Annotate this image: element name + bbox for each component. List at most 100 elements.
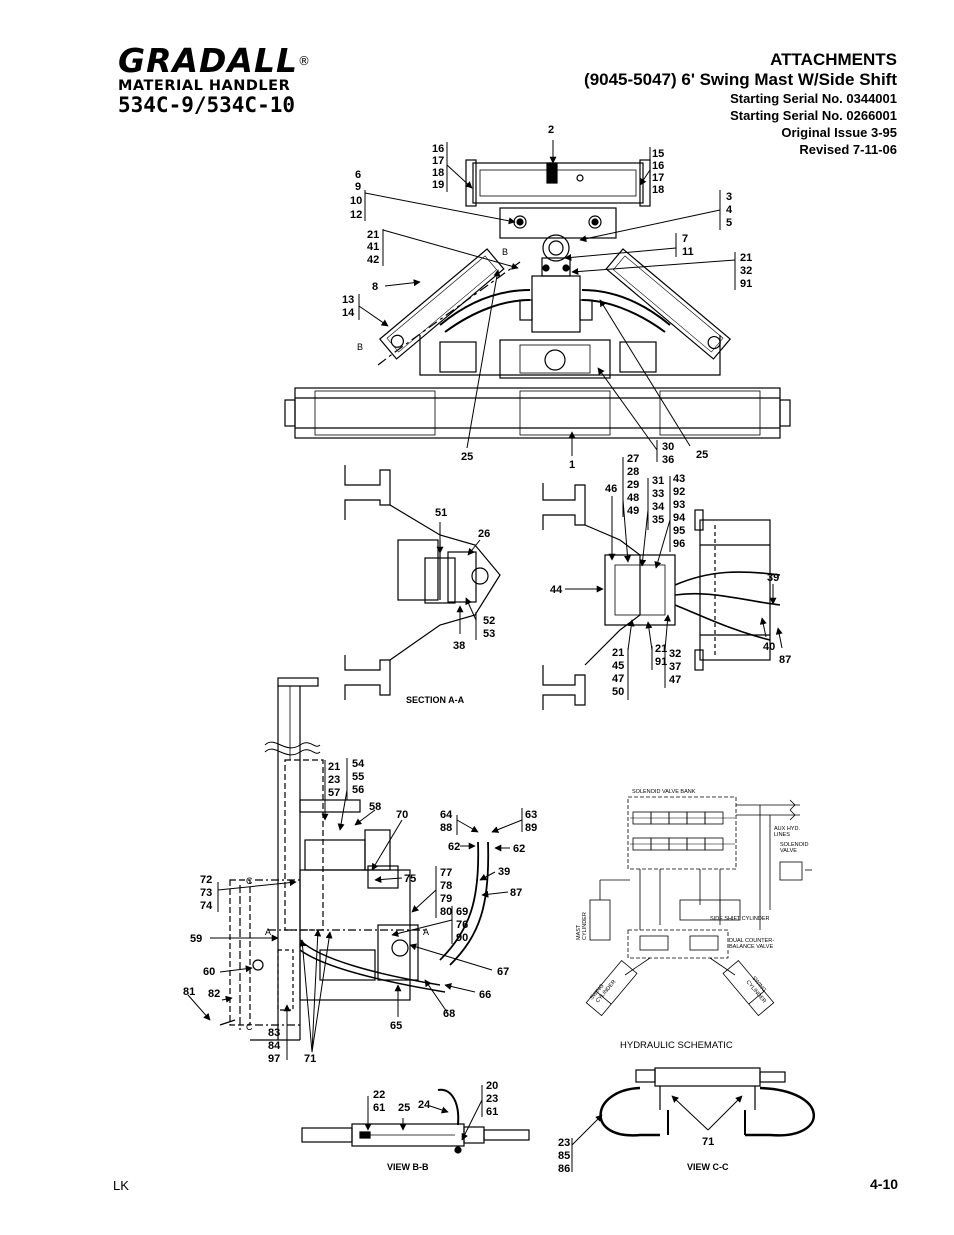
view-bb-leaders bbox=[364, 1085, 483, 1141]
callout-46: 46 bbox=[605, 483, 617, 495]
callout-21c: 21 bbox=[612, 647, 624, 659]
callout-21d: 21 bbox=[655, 643, 667, 655]
view-cc-leaders bbox=[571, 1095, 743, 1172]
section-a-mark-2: A bbox=[423, 927, 429, 937]
section-b-mark: B bbox=[502, 247, 508, 257]
view-cc-label: VIEW C-C bbox=[687, 1162, 729, 1172]
valve-detail-leaders bbox=[565, 457, 783, 700]
callout-2: 2 bbox=[548, 124, 554, 136]
callout-87: 87 bbox=[779, 654, 791, 666]
callout-64: 64 bbox=[440, 809, 453, 821]
label-valve-bank: SOLENOID VALVE BANK bbox=[632, 789, 696, 795]
label-mast-cyl-1: MAST bbox=[576, 924, 582, 940]
top-callouts: 2 16 17 18 19 15 16 17 18 6 9 10 12 3 4 … bbox=[342, 124, 752, 471]
callout-62b: 62 bbox=[513, 843, 525, 855]
footer-initials: LK bbox=[113, 1178, 129, 1193]
callout-3: 3 bbox=[726, 191, 732, 203]
section-c-mark: C bbox=[246, 876, 253, 886]
callout-33: 33 bbox=[652, 488, 664, 500]
callout-23: 23 bbox=[328, 774, 340, 786]
callout-91: 91 bbox=[740, 278, 752, 290]
callout-23c: 23 bbox=[558, 1137, 570, 1149]
top-assembly-view bbox=[284, 159, 791, 439]
callout-84: 84 bbox=[268, 1040, 281, 1052]
callout-31: 31 bbox=[652, 475, 664, 487]
callout-20: 20 bbox=[486, 1080, 498, 1092]
callout-37: 37 bbox=[669, 661, 681, 673]
callout-38: 38 bbox=[453, 640, 465, 652]
callout-12: 12 bbox=[350, 209, 362, 221]
callout-82: 82 bbox=[208, 988, 220, 1000]
callout-23b: 23 bbox=[486, 1093, 498, 1105]
callout-25: 25 bbox=[461, 451, 473, 463]
brand-model: 534C-9/534C-10 bbox=[118, 93, 296, 117]
callout-70: 70 bbox=[396, 809, 408, 821]
original-issue: Original Issue 3-95 bbox=[781, 125, 897, 140]
callout-34: 34 bbox=[652, 501, 665, 513]
callout-35: 35 bbox=[652, 514, 664, 526]
callout-19: 19 bbox=[432, 179, 444, 191]
callout-59: 59 bbox=[190, 933, 202, 945]
callout-60: 60 bbox=[203, 966, 215, 978]
label-solenoid-2: VALVE bbox=[780, 848, 797, 854]
label-mast-cyl-2: CYLINDER bbox=[582, 912, 588, 940]
callout-67: 67 bbox=[497, 966, 509, 978]
callout-10: 10 bbox=[350, 195, 362, 207]
serial-2: Starting Serial No. 0266001 bbox=[730, 108, 897, 123]
label-solenoid-1: SOLENOID bbox=[780, 842, 808, 848]
callout-18: 18 bbox=[432, 167, 444, 179]
section-a-mark: A bbox=[265, 927, 271, 937]
callout-90: 90 bbox=[456, 932, 468, 944]
callout-16: 16 bbox=[432, 143, 444, 155]
label-aux-lines-2: LINES bbox=[774, 832, 790, 838]
callout-25c: 25 bbox=[398, 1102, 410, 1114]
callout-61b: 61 bbox=[486, 1106, 498, 1118]
callout-32b: 32 bbox=[669, 648, 681, 660]
callout-56: 56 bbox=[352, 784, 364, 796]
callout-4: 4 bbox=[726, 204, 733, 216]
callout-97: 97 bbox=[268, 1053, 280, 1065]
callout-94: 94 bbox=[673, 512, 686, 524]
callout-8: 8 bbox=[372, 281, 378, 293]
view-bb-label: VIEW B-B bbox=[387, 1162, 429, 1172]
callout-52: 52 bbox=[483, 615, 495, 627]
valve-detail-view bbox=[542, 483, 781, 710]
brand-subtitle: MATERIAL HANDLER bbox=[118, 78, 291, 94]
section-aa-leaders bbox=[436, 522, 481, 640]
callout-95: 95 bbox=[673, 525, 685, 537]
callout-85: 85 bbox=[558, 1150, 570, 1162]
callout-41: 41 bbox=[367, 241, 379, 253]
revised-date: Revised 7-11-06 bbox=[799, 142, 897, 157]
page-subtitle: (9045-5047) 6' Swing Mast W/Side Shift bbox=[584, 70, 897, 89]
side-detail-leaders bbox=[187, 758, 523, 1060]
callout-1: 1 bbox=[569, 459, 575, 471]
callout-44: 44 bbox=[550, 584, 563, 596]
callout-15: 15 bbox=[652, 148, 664, 160]
callout-7: 7 bbox=[682, 233, 688, 245]
callout-58: 58 bbox=[369, 801, 381, 813]
callout-17b: 17 bbox=[652, 172, 664, 184]
callout-43: 43 bbox=[673, 473, 685, 485]
section-aa-view bbox=[344, 465, 501, 700]
callout-91b: 91 bbox=[655, 656, 667, 668]
callout-27: 27 bbox=[627, 453, 639, 465]
label-counterbalance-1: DUAL COUNTER- bbox=[729, 938, 774, 944]
hydraulic-schematic-label: HYDRAULIC SCHEMATIC bbox=[620, 1040, 733, 1051]
page-header: ATTACHMENTS (9045-5047) 6' Swing Mast W/… bbox=[584, 50, 897, 158]
callout-68: 68 bbox=[443, 1008, 455, 1020]
callout-45: 45 bbox=[612, 660, 624, 672]
label-aux-lines-1: AUX HYD. bbox=[774, 826, 800, 832]
callout-21: 21 bbox=[367, 229, 379, 241]
callout-71b: 71 bbox=[702, 1136, 714, 1148]
callout-54: 54 bbox=[352, 758, 365, 770]
callout-22: 22 bbox=[373, 1089, 385, 1101]
callout-86: 86 bbox=[558, 1163, 570, 1175]
callout-29: 29 bbox=[627, 479, 639, 491]
label-side-shift: SIDE SHIFT CYLINDER bbox=[710, 916, 770, 922]
callout-30: 30 bbox=[662, 441, 674, 453]
section-b-mark-2: B bbox=[357, 342, 363, 352]
callout-28: 28 bbox=[627, 466, 639, 478]
callout-47b: 47 bbox=[669, 674, 681, 686]
callout-76: 76 bbox=[456, 919, 468, 931]
section-c-mark-2: C bbox=[246, 1022, 253, 1032]
